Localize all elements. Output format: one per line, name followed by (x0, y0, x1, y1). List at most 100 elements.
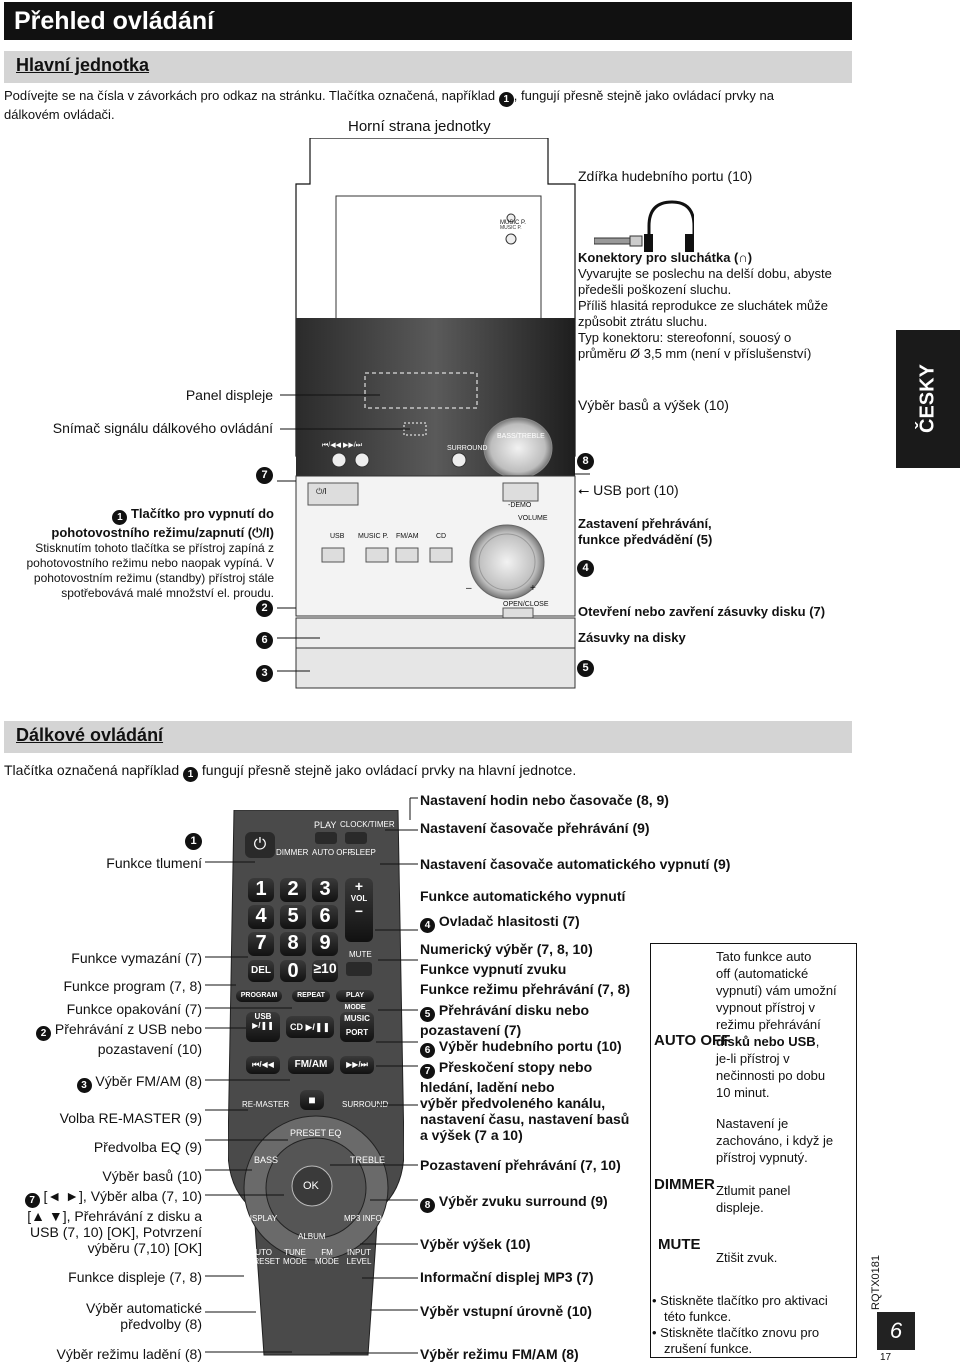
language-tab: ČESKY (896, 330, 960, 468)
digit-9-button[interactable]: 9 (312, 932, 338, 956)
playback-demo-line: funkce předvádění (5) (578, 532, 713, 547)
usb-port-text: USB port (10) (593, 482, 679, 498)
page-number-local: 6 (877, 1312, 915, 1350)
bullet-list: • Stiskněte tlačítko pro aktivaci této f… (652, 1293, 828, 1356)
key-preset-eq: PRESET EQ (290, 1128, 342, 1138)
stop-button[interactable]: ■ (300, 1090, 324, 1110)
label-input-level: Výběr vstupní úrovně (10) (420, 1303, 592, 1319)
marker-2: 2 (256, 598, 273, 617)
device-label-standby: ⏻/I (316, 487, 327, 496)
ge10-button[interactable]: ≥10 (312, 960, 338, 982)
remote-intro-a: Tlačítka označená například (4, 762, 180, 778)
device-label-demo: -DEMO (508, 502, 532, 509)
language-tab-label: ČESKY (916, 364, 939, 434)
repeat-button[interactable]: REPEAT (292, 990, 330, 1002)
fm-am-button[interactable]: FM/AM (288, 1056, 334, 1074)
standby-desc-line: pohotovostním režimu (standby) přístroj … (33, 571, 274, 585)
ok-button[interactable]: OK (303, 1180, 319, 1192)
delete-button[interactable]: DEL (248, 960, 274, 982)
label-fm-mode: Výběr režimu FM/AM (8) (420, 1346, 579, 1362)
label-delete: Funkce vymazání (7) (71, 950, 202, 966)
marker-1: 1 (185, 831, 202, 850)
prev-button[interactable]: ⏮/◀◀ (246, 1056, 280, 1074)
power-icon: ⏻ (253, 836, 267, 853)
remote-intro: Tlačítka označená například 1 fungují př… (4, 762, 576, 782)
top-caption: Horní strana jednotky (348, 118, 491, 135)
standby-title-2: pohotovostního režimu/zapnutí (⏻/I) (51, 525, 274, 540)
marker-4: 4 (577, 558, 594, 577)
auto-off-desc: Tato funkce auto off (automatické vypnut… (716, 949, 837, 1100)
label-playback-demo: Zastavení přehrávání, funkce předvádění … (578, 516, 712, 548)
device-label-skip: ⏮/◀◀ ▶▶/⏭ (322, 442, 362, 449)
cd-play-button[interactable]: CD ▶/❚❚ (286, 1016, 334, 1038)
label-program: Funkce program (7, 8) (63, 978, 203, 994)
digit-6-button[interactable]: 6 (312, 905, 338, 929)
main-unit-drawing: MUSIC P. (277, 138, 590, 689)
key-bass: BASS (254, 1155, 279, 1165)
mute-key-label: MUTE (658, 1236, 701, 1253)
headphones-desc-line: způsobit ztrátu sluchu. (578, 314, 708, 329)
label-clock-timer: Nastavení hodin nebo časovače (8, 9) (420, 792, 669, 808)
digit-3-button[interactable]: 3 (312, 878, 338, 902)
label-music-port-socket: Zdířka hudebního portu (10) (578, 168, 753, 184)
label-usb-play: 2 Přehrávání z USB nebo pozastavení (10) (20, 1021, 202, 1057)
digit-0-button[interactable]: 0 (280, 960, 306, 982)
key-fm-mode: FM MODE (315, 1248, 339, 1266)
key-input-level: INPUT LEVEL (346, 1248, 372, 1266)
headphones-desc-line: předešli poškození sluchu. (578, 282, 732, 297)
marker-1: 1 (498, 92, 514, 107)
dimmer-desc: Ztlumit panel displeje. (716, 1183, 791, 1215)
power-button[interactable]: ⏻ (245, 832, 275, 858)
digit-8-button[interactable]: 8 (280, 932, 306, 956)
headphones-desc: Vyvarujte se poslechu na delší dobu, aby… (578, 266, 832, 362)
doc-code: RQTX0181 (870, 1254, 882, 1310)
music-port-button[interactable]: MUSIC PORT (340, 1012, 374, 1042)
digit-4-button[interactable]: 4 (248, 905, 274, 929)
program-button[interactable]: PROGRAM (236, 990, 282, 1002)
label-fm-am: 3 Výběr FM/AM (8) (20, 1073, 202, 1093)
playback-demo-line: Zastavení přehrávání, (578, 516, 712, 531)
device-label-usb: USB (330, 533, 345, 540)
headphones-title: Konektory pro sluchátka ( (578, 250, 739, 265)
label-treble: Výběr výšek (10) (420, 1236, 531, 1252)
label-tune-mode: Výběr režimu ladění (8) (56, 1346, 202, 1362)
usb-play-button[interactable]: USB▶/❚❚ (246, 1012, 280, 1042)
page-number-global: 17 (880, 1352, 892, 1363)
standby-title-1: 1 Tlačítko pro vypnutí do (4, 506, 274, 525)
key-play: PLAY (314, 820, 337, 830)
device-label-music-p: MUSIC P. (358, 533, 389, 540)
intro-text-c: dálkovém ovládači. (4, 107, 115, 122)
label-auto-off: Funkce automatického vypnutí (420, 888, 626, 904)
digit-1-button[interactable]: 1 (248, 878, 274, 902)
key-mp3-info: MP3 INFO (344, 1214, 382, 1223)
headphones-small-icon: ∩ (738, 250, 748, 265)
key-clock-timer: CLOCK/TIMER (340, 820, 395, 829)
page-title: Přehled ovládání (4, 2, 852, 40)
digit-2-button[interactable]: 2 (280, 878, 306, 902)
label-repeat: Funkce opakování (7) (66, 1001, 202, 1017)
label-numeric: Numerický výběr (7, 8, 10) (420, 941, 593, 957)
label-play-mode: Funkce režimu přehrávání (7, 8) (420, 981, 631, 997)
next-button[interactable]: ▶▶/⏭ (340, 1056, 374, 1074)
mute-button[interactable] (346, 962, 372, 976)
play-timer-button[interactable] (315, 832, 337, 844)
volume-rocker[interactable]: + VOL − (345, 878, 373, 942)
marker-1: 1 (183, 767, 198, 782)
auto-off-note: Nastavení je zachováno, i když je přístr… (716, 1116, 834, 1165)
key-album: ALBUM (298, 1232, 326, 1241)
digit-5-button[interactable]: 5 (280, 905, 306, 929)
headphones-desc-line: Příliš hlasitá reprodukce ze sluchátek m… (578, 298, 829, 313)
label-skip: 7 Přeskočení stopy nebo hledání, ladění … (420, 1059, 630, 1143)
digit-7-button[interactable]: 7 (248, 932, 274, 956)
play-mode-button[interactable]: PLAY MODE (336, 990, 374, 1011)
marker-3: 3 (256, 663, 273, 682)
label-cd-play: 5 Přehrávání disku nebo pozastavení (7) (420, 1002, 590, 1038)
label-music-port: 6 Výběr hudebního portu (10) (420, 1038, 622, 1058)
label-display: Funkce displeje (7, 8) (68, 1269, 202, 1285)
auto-off-key-label: AUTO OFF (654, 1032, 731, 1049)
intro-text-b: , fungují přesně stejně jako ovládací pr… (513, 88, 774, 103)
volume-label: VOL (350, 894, 368, 903)
device-label-music-port: MUSIC P. (500, 220, 526, 226)
marker-5: 5 (577, 658, 594, 677)
clock-timer-button[interactable] (345, 832, 367, 844)
